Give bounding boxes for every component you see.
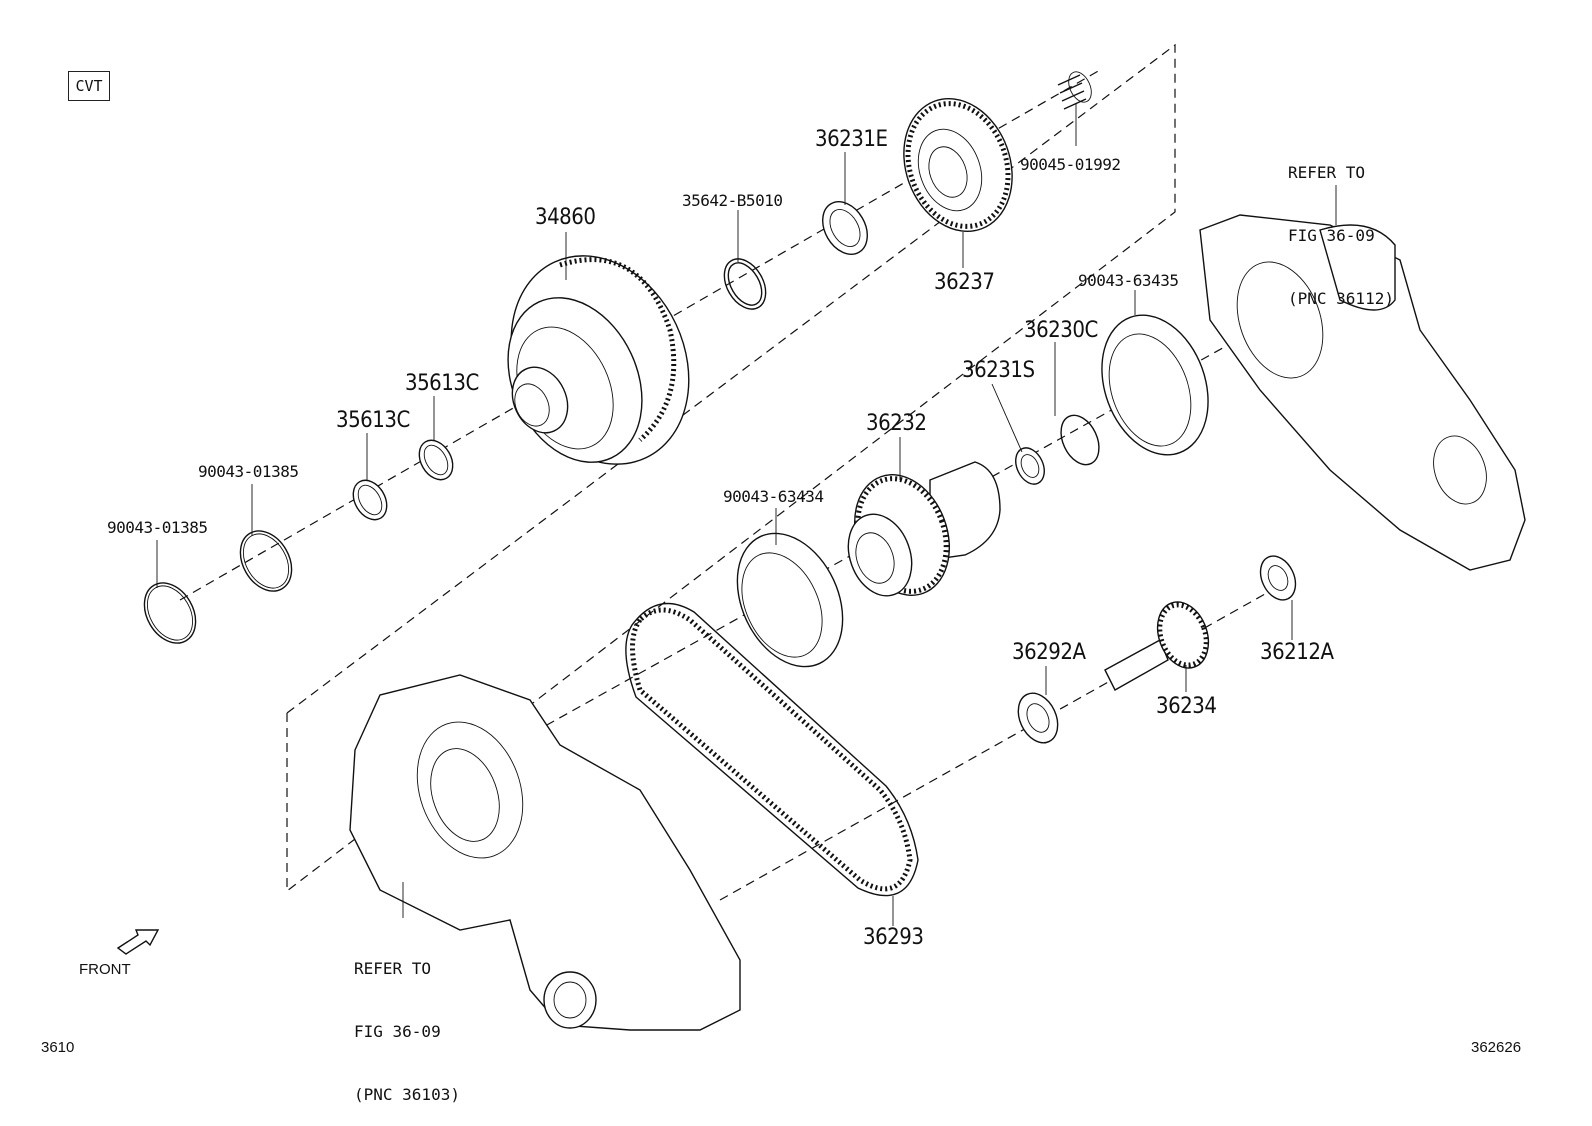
snap-ring-36230c bbox=[1060, 414, 1100, 466]
o-ring-90043-01385-b bbox=[239, 530, 293, 592]
gear-36237 bbox=[903, 97, 1013, 233]
part-label-36212a: 36212A bbox=[1260, 640, 1334, 665]
part-label-35613c-a: 35613C bbox=[336, 408, 410, 433]
driven-sprocket-36234 bbox=[1104, 601, 1210, 691]
part-label-34860: 34860 bbox=[535, 205, 596, 230]
cvt-tag: CVT bbox=[68, 71, 110, 101]
part-label-90043-01385-b: 90043-01385 bbox=[198, 462, 299, 481]
part-label-36234: 36234 bbox=[1156, 694, 1217, 719]
front-arrow-icon bbox=[116, 929, 160, 955]
front-label: FRONT bbox=[79, 961, 131, 978]
part-label-90043-63435: 90043-63435 bbox=[1078, 271, 1179, 290]
part-label-36232: 36232 bbox=[866, 411, 927, 436]
ring-35613c-a bbox=[352, 479, 388, 521]
part-label-90043-63434: 90043-63434 bbox=[723, 487, 824, 506]
bearing-36231e bbox=[822, 201, 868, 255]
part-label-90045-01992: 90045-01992 bbox=[1020, 155, 1121, 174]
page-code: 3610 bbox=[41, 1039, 75, 1056]
transfer-case-left bbox=[349, 674, 741, 1031]
spring-90045-01992 bbox=[1057, 71, 1092, 110]
bearing-36292a bbox=[1017, 692, 1059, 744]
exploded-parts-diagram bbox=[116, 43, 1526, 1031]
part-label-36230c: 36230C bbox=[1024, 318, 1098, 343]
needle-bearing-36231s bbox=[1015, 447, 1045, 485]
part-label-35613c-b: 35613C bbox=[405, 371, 479, 396]
part-label-36237: 36237 bbox=[934, 270, 995, 295]
part-label-35642-b5010: 35642-B5010 bbox=[682, 191, 783, 210]
chain-36293 bbox=[625, 602, 919, 897]
drum-34860 bbox=[507, 255, 690, 465]
part-label-90043-01385-a: 90043-01385 bbox=[107, 518, 208, 537]
bearing-90043-63434 bbox=[736, 532, 844, 668]
sprocket-36232 bbox=[847, 461, 1001, 597]
snap-ring-35642-b5010 bbox=[723, 258, 767, 310]
refer-note-right: REFER TO FIG 36-09 (PNC 36112) bbox=[1288, 163, 1394, 308]
part-label-36231e: 36231E bbox=[815, 127, 888, 152]
bearing-36212a bbox=[1259, 555, 1297, 601]
part-label-36293: 36293 bbox=[863, 925, 924, 950]
transfer-case-cover-right bbox=[1199, 214, 1526, 571]
refer-note-left: REFER TO FIG 36-09 (PNC 36103) bbox=[354, 959, 460, 1104]
o-ring-90043-01385-a bbox=[143, 582, 197, 644]
leader-lines bbox=[156, 104, 1337, 926]
figure-code: 362626 bbox=[1471, 1039, 1522, 1056]
part-label-36231s: 36231S bbox=[962, 358, 1035, 383]
part-label-36292a: 36292A bbox=[1012, 640, 1086, 665]
bearing-90043-63435 bbox=[1101, 314, 1209, 456]
ring-35613c-b bbox=[418, 439, 454, 481]
